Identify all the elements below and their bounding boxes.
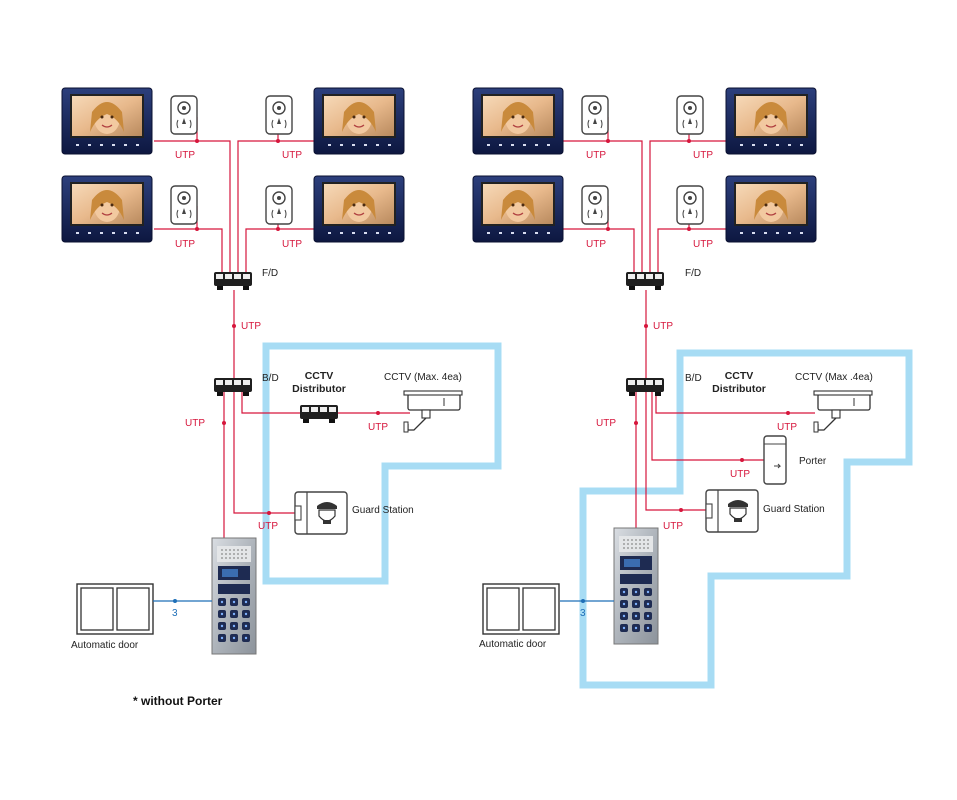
distributor-icon [626,378,664,396]
fd-label: F/D [262,268,278,279]
utp-label: UTP [653,321,673,332]
right-wires [563,117,815,530]
left-diagram: UTP UTP UTP UTP UTP UTP UTP UTP F/D B/D … [61,87,502,708]
utp-label: UTP [282,239,302,250]
cctv-label: CCTV (Max .4ea) [795,372,873,383]
door-wire-count: 3 [172,608,178,619]
bd-label: B/D [262,373,279,384]
utp-label: UTP [777,422,797,433]
utp-label: UTP [586,239,606,250]
utp-label: UTP [596,418,616,429]
guard-station-icon [705,489,759,533]
cctv-label: CCTV (Max. 4ea) [384,372,462,383]
handset-icon [676,185,704,225]
utp-label: UTP [693,239,713,250]
fd-label: F/D [685,268,701,279]
guard-station-label: Guard Station [352,505,414,516]
utp-label: UTP [663,521,683,532]
cctv-distributor-label-line1: CCTV [305,370,334,382]
handset-icon [265,185,293,225]
handset-icon [581,95,609,135]
distributor-icon [214,378,252,396]
handset-icon [676,95,704,135]
handset-icon [581,185,609,225]
utp-label: UTP [241,321,261,332]
footnote: * without Porter [133,694,223,708]
handset-icon [170,95,198,135]
cctv-distributor-label-line2: Distributor [712,383,766,395]
cctv-distributor-label-line2: Distributor [292,383,346,395]
utp-label: UTP [368,422,388,433]
video-monitor-icon [725,175,817,243]
left-security-zone [262,342,502,585]
video-monitor-icon [313,175,405,243]
automatic-door-label: Automatic door [479,639,547,650]
guard-station-icon [294,491,348,535]
video-monitor-icon [472,87,564,155]
distributor-icon [300,405,338,423]
utp-label: UTP [175,239,195,250]
utp-label: UTP [730,469,750,480]
utp-label: UTP [282,150,302,161]
automatic-door-icon [482,583,560,635]
video-monitor-icon [61,87,153,155]
utp-label: UTP [175,150,195,161]
bd-label: B/D [685,373,702,384]
right-diagram: UTP UTP UTP UTP UTP UTP UTP UTP UTP F/D … [472,87,913,689]
automatic-door-icon [76,583,154,635]
guard-station-label: Guard Station [763,504,825,515]
porter-station-icon [763,435,787,485]
video-monitor-icon [61,175,153,243]
distributor-icon [214,272,252,290]
utp-label: UTP [586,150,606,161]
automatic-door-label: Automatic door [71,640,139,651]
handset-icon [170,185,198,225]
utp-label: UTP [258,521,278,532]
right-security-zone [579,349,913,689]
video-monitor-icon [725,87,817,155]
porter-label: Porter [799,456,827,467]
door-panel-icon [211,537,257,655]
video-monitor-icon [313,87,405,155]
door-wire-count: 3 [580,608,586,619]
door-panel-icon [613,527,659,645]
cctv-camera-icon [403,390,463,433]
cctv-distributor-label-line1: CCTV [725,370,754,382]
utp-label: UTP [185,418,205,429]
cctv-camera-icon [813,390,873,433]
distributor-icon [626,272,664,290]
video-monitor-icon [472,175,564,243]
utp-label: UTP [693,150,713,161]
handset-icon [265,95,293,135]
